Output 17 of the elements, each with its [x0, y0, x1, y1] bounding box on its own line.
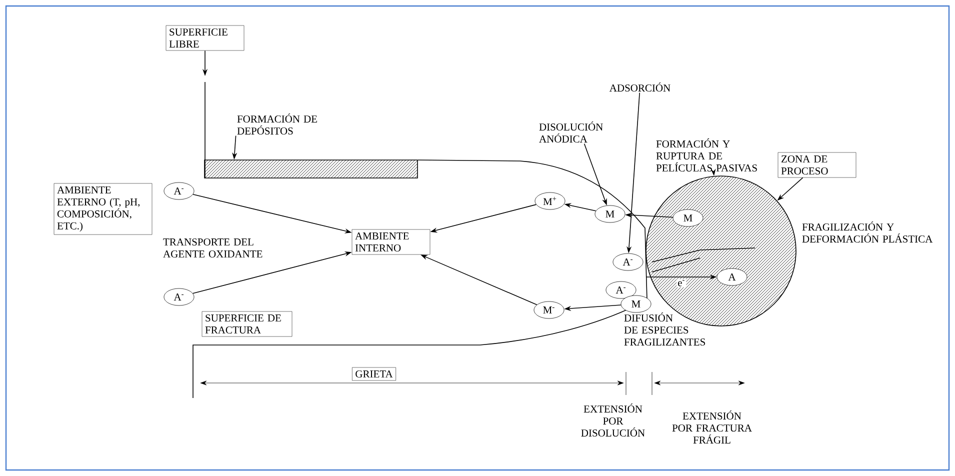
annotation-text: DIFUSIÓN DE ESPECIES FRAGILIZANTES: [624, 312, 706, 346]
text-box: SUPERFICIE DE FRACTURA: [202, 311, 292, 337]
annotation-text: DISOLUCIÓN ANÓDICA: [539, 121, 603, 143]
annotation-text: EXTENSIÓN POR FRACTURA FRÁGIL: [672, 410, 752, 444]
annotation-text: FRAGILIZACIÓN Y DEFORMACIÓN PLÁSTICA: [802, 221, 933, 243]
annotation-text: EXTENSIÓN POR DISOLUCIÓN: [581, 403, 645, 437]
edge-label: e$^{-}$: [676, 279, 686, 288]
annotation-text: FORMACIÓN Y RUPTURA DE PELÍCULAS PASIVAS: [656, 138, 757, 172]
text-box: GRIETA: [352, 367, 396, 381]
text-box: AMBIENTE EXTERNO (T, pH, COMPOSICIÓN, ETC.): [54, 183, 152, 235]
text-box: AMBIENTE INTERNO: [352, 229, 430, 255]
annotation-text: FORMACIÓN DE DEPÓSITOS: [237, 113, 317, 135]
deposit-bar: [204, 160, 418, 178]
annotation-text: TRANSPORTE DEL AGENTE OXIDANTE: [163, 238, 262, 258]
annotation-text: ADSORCIÓN: [609, 82, 670, 92]
text-box: SUPERFICIE LIBRE: [166, 25, 244, 51]
text-box: ZONA DE PROCESO: [778, 152, 856, 178]
